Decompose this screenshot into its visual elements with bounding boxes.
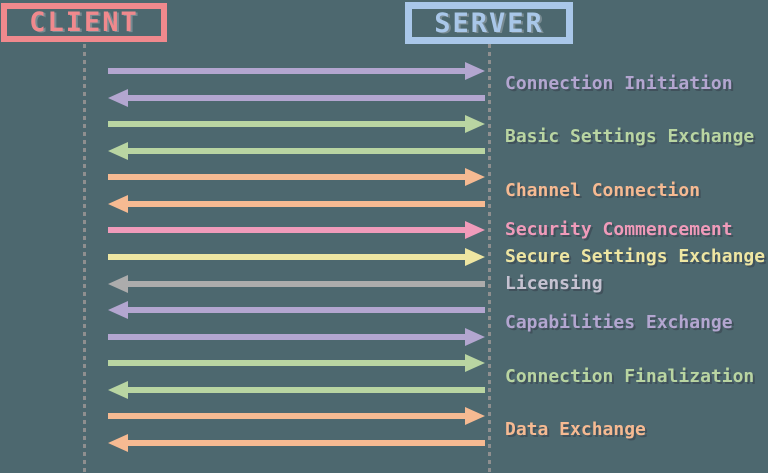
- phase-label: Data Exchange: [505, 418, 646, 440]
- arrow-head-left-icon: [108, 194, 128, 213]
- arrow-head-right-icon: [465, 62, 485, 80]
- phase-label: Capabilities Exchange: [505, 312, 733, 334]
- arrow-right: [108, 221, 485, 240]
- arrow-head-right-icon: [465, 221, 485, 240]
- arrow-head-left-icon: [108, 301, 128, 320]
- arrow-head-left-icon: [108, 380, 128, 399]
- client-actor-box: CLIENT: [1, 3, 167, 42]
- arrow-head-left-icon: [108, 433, 128, 452]
- arrow-body: [128, 386, 485, 393]
- arrow-right: [108, 62, 485, 80]
- phase-label: Basic Settings Exchange: [505, 126, 755, 148]
- arrow-right: [108, 168, 485, 187]
- arrow-left: [108, 274, 485, 293]
- arrow-left: [108, 88, 485, 107]
- phase-label: Connection Finalization: [505, 365, 755, 387]
- server-actor-box: SERVER: [405, 2, 573, 44]
- arrow-body: [108, 253, 465, 260]
- arrow-body: [128, 94, 485, 101]
- arrow-right: [108, 115, 485, 134]
- phase-label: Security Commencement: [505, 219, 733, 241]
- arrow-body: [108, 227, 465, 234]
- client-lifeline: [83, 44, 86, 473]
- arrow-left: [108, 141, 485, 160]
- arrow-body: [108, 174, 465, 181]
- phase-label: Licensing: [505, 272, 603, 294]
- arrow-head-left-icon: [108, 141, 128, 160]
- arrow-body: [108, 121, 465, 128]
- client-actor-label: CLIENT: [29, 7, 139, 38]
- arrow-body: [128, 307, 485, 314]
- arrow-right: [108, 407, 485, 426]
- arrow-body: [128, 280, 485, 287]
- arrow-head-right-icon: [465, 407, 485, 426]
- arrow-head-right-icon: [465, 168, 485, 187]
- arrow-body: [128, 439, 485, 446]
- arrow-head-left-icon: [108, 88, 128, 107]
- arrow-left: [108, 380, 485, 399]
- arrow-body: [108, 413, 465, 420]
- arrow-left: [108, 433, 485, 452]
- arrow-body: [108, 333, 465, 340]
- server-lifeline: [488, 44, 491, 473]
- arrow-head-left-icon: [108, 274, 128, 293]
- arrow-head-right-icon: [465, 247, 485, 266]
- arrow-left: [108, 194, 485, 213]
- arrow-head-right-icon: [465, 354, 485, 373]
- arrow-right: [108, 354, 485, 373]
- arrow-head-right-icon: [465, 327, 485, 346]
- phase-label: Secure Settings Exchange: [505, 245, 766, 267]
- arrow-body: [128, 200, 485, 207]
- arrow-left: [108, 301, 485, 320]
- arrow-right: [108, 327, 485, 346]
- phase-label: Connection Initiation: [505, 73, 733, 95]
- phase-label: Channel Connection: [505, 179, 701, 201]
- arrow-body: [108, 360, 465, 367]
- arrow-head-right-icon: [465, 115, 485, 134]
- arrow-body: [108, 68, 465, 74]
- arrow-right: [108, 247, 485, 266]
- arrow-body: [128, 147, 485, 154]
- server-actor-label: SERVER: [434, 7, 544, 39]
